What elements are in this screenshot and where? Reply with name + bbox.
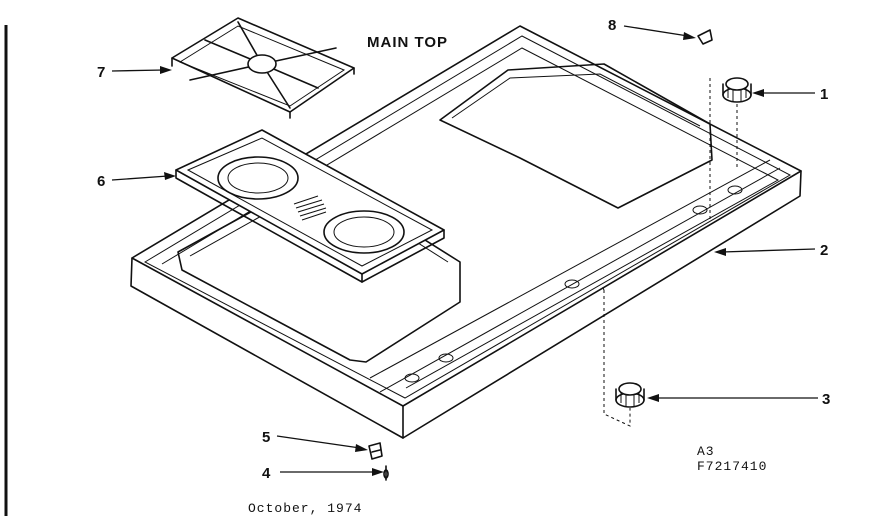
callout-1: 1 bbox=[820, 86, 828, 103]
knob-part-1 bbox=[709, 77, 752, 220]
diagram-code-line-1: A3 bbox=[697, 444, 715, 459]
callout-8: 8 bbox=[608, 17, 616, 34]
leader-lines bbox=[111, 25, 818, 476]
knob-part-3 bbox=[601, 285, 645, 427]
callout-2: 2 bbox=[820, 242, 828, 259]
callout-4: 4 bbox=[262, 465, 271, 482]
callout-5: 5 bbox=[262, 429, 270, 446]
clip-part-5 bbox=[368, 442, 383, 460]
callout-6: 6 bbox=[97, 173, 105, 190]
callout-7: 7 bbox=[97, 64, 105, 81]
diagram-code-line-2: F7217410 bbox=[697, 459, 767, 474]
clip-part-8 bbox=[697, 29, 713, 45]
callout-3: 3 bbox=[822, 391, 830, 408]
main-top-part bbox=[130, 25, 802, 439]
burner-grate-part bbox=[171, 17, 355, 119]
screw-part-4 bbox=[383, 465, 389, 481]
diagram-date: October, 1974 bbox=[248, 501, 362, 516]
burner-box-part bbox=[175, 129, 445, 283]
diagram-title: MAIN TOP bbox=[367, 34, 448, 51]
